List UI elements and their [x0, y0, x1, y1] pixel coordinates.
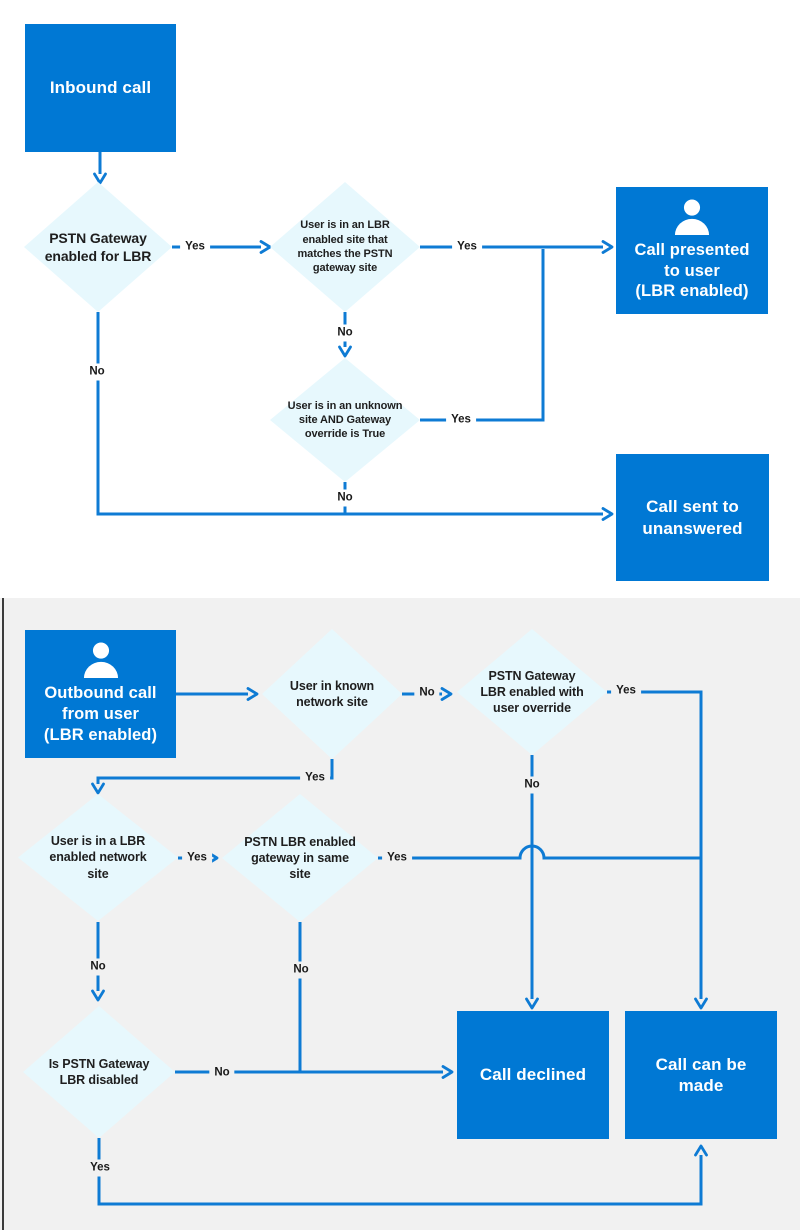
label-yes: Yes: [300, 769, 330, 787]
label-no: No: [332, 324, 358, 342]
label-yes: Yes: [180, 238, 210, 256]
person-icon: [674, 199, 710, 235]
label-no: No: [85, 958, 111, 976]
call-can-be-made-box: Call can be made: [625, 1011, 777, 1139]
decision-pstn-gateway-lbr: PSTN Gateway enabled for LBR: [24, 182, 172, 312]
edge-known-site-yes-to-lbr-network: [91, 759, 334, 795]
outbound-call-box: Outbound call from user (LBR enabled): [25, 630, 176, 758]
decision-lbr-network-site: User is in a LBR enabled network site: [18, 794, 178, 921]
label-no: No: [332, 489, 358, 507]
label-yes: Yes: [182, 849, 212, 867]
decision-known-network-site: User in known network site: [262, 629, 402, 759]
section-left-border: [2, 598, 4, 1230]
decision-gateway-user-override: PSTN Gateway LBR enabled with user overr…: [457, 629, 607, 755]
edge-gateway-same-yes-with-hop: [378, 844, 701, 860]
edge-gateway-disabled-yes-to-can-be-made: [97, 1138, 708, 1206]
label-no: No: [288, 961, 314, 979]
edge-override-yes-to-call-can-be-made: [607, 690, 708, 1010]
label-no: No: [209, 1064, 235, 1082]
label-yes: Yes: [85, 1159, 115, 1177]
edge-unknown-site-yes-join: [420, 249, 545, 422]
label-yes: Yes: [452, 238, 482, 256]
label-yes: Yes: [446, 411, 476, 429]
label-no: No: [519, 776, 545, 794]
label-yes: Yes: [382, 849, 412, 867]
decision-unknown-site-override: User is in an unknown site AND Gateway o…: [270, 358, 420, 482]
inbound-call-label: Inbound call: [49, 78, 152, 98]
decision-gateway-lbr-disabled: Is PSTN Gateway LBR disabled: [23, 1006, 175, 1138]
inbound-call-box: Inbound call: [25, 24, 176, 152]
label-yes: Yes: [611, 682, 641, 700]
call-unanswered-box: Call sent to unanswered: [616, 454, 769, 581]
label-no: No: [414, 684, 440, 702]
decision-gateway-same-site: PSTN LBR enabled gateway in same site: [222, 794, 378, 922]
label-no: No: [84, 363, 110, 381]
decision-lbr-site-match: User is in an LBR enabled site that matc…: [270, 182, 420, 312]
call-presented-box: Call presented to user (LBR enabled): [616, 187, 768, 314]
person-icon: [83, 642, 118, 679]
call-declined-box: Call declined: [457, 1011, 609, 1139]
